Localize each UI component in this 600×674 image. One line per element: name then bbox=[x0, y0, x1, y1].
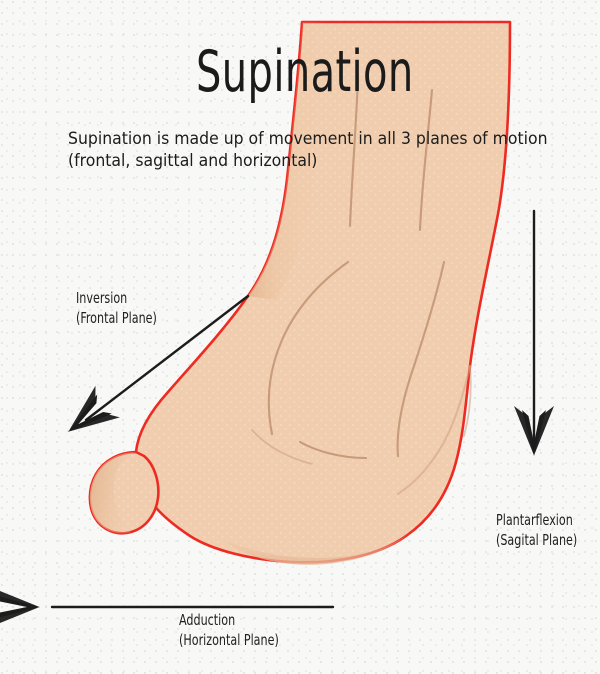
annotation-adduction-label: Adduction bbox=[179, 611, 236, 629]
annotation-adduction: Adduction (Horizontal Plane) bbox=[179, 610, 279, 651]
tendon-lines bbox=[267, 76, 446, 460]
plantarflexion-arrow bbox=[514, 209, 554, 456]
adduction-arrow bbox=[0, 587, 335, 627]
annotation-inversion-label: Inversion bbox=[76, 289, 128, 307]
leg-shading bbox=[248, 22, 328, 300]
foot-outline bbox=[134, 20, 512, 564]
annotation-plantarflexion-plane: (Sagital Plane) bbox=[496, 531, 578, 550]
page-title: Supination bbox=[196, 39, 414, 105]
sole-shading bbox=[218, 526, 416, 565]
subtitle-line-1: Supination is made up of movement in all… bbox=[68, 129, 548, 148]
heel-contour bbox=[397, 365, 471, 495]
annotation-adduction-plane: (Horizontal Plane) bbox=[179, 631, 279, 650]
annotation-plantarflexion: Plantarflexion (Sagital Plane) bbox=[496, 510, 577, 551]
annotation-plantarflexion-label: Plantarflexion bbox=[496, 511, 573, 529]
figure-subtitle: Supination is made up of movement in all… bbox=[68, 128, 548, 172]
foot-shape bbox=[88, 20, 512, 565]
annotation-inversion-plane: (Frontal Plane) bbox=[76, 309, 157, 328]
subtitle-line-2: (frontal, sagittal and horizontal) bbox=[68, 150, 318, 170]
secondary-crease-lines bbox=[251, 365, 472, 465]
inversion-arrow bbox=[55, 294, 250, 448]
big-toe-shading bbox=[89, 452, 136, 534]
annotation-inversion: Inversion (Frontal Plane) bbox=[76, 288, 157, 329]
